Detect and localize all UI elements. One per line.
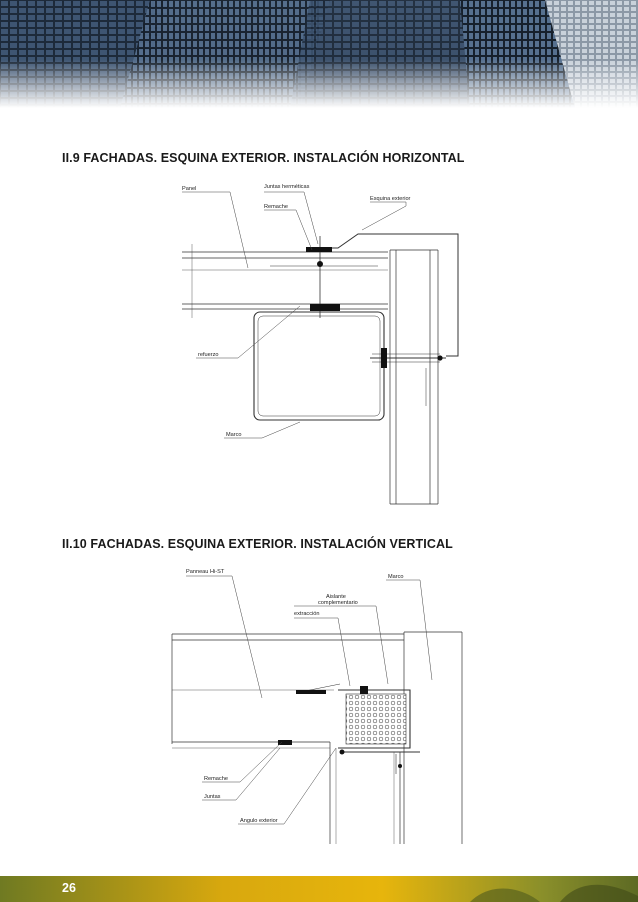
label-esquina-exterior: Esquina exterior xyxy=(370,196,411,202)
label-panel: Panel xyxy=(182,186,196,192)
technical-drawing-vertical: Panneau Hi-ST Marco Aislante complementa… xyxy=(171,569,463,844)
footer-background xyxy=(0,876,638,902)
footer-bar: 26 xyxy=(0,876,638,902)
page-number: 26 xyxy=(62,881,76,895)
header-photo xyxy=(0,0,638,108)
label-marco: Marco xyxy=(226,432,242,438)
label-angulo-exterior: Angulo exterior xyxy=(240,818,278,824)
label-marco: Marco xyxy=(388,574,404,580)
drawing-vertical-corner: Panneau Hi-ST Marco Aislante complementa… xyxy=(0,562,638,852)
label-remache: Remache xyxy=(204,776,228,782)
label-aislante: Aislante xyxy=(326,594,346,600)
technical-drawing-horizontal: Panel Juntas herméticas Remache Esquina … xyxy=(182,184,459,505)
label-juntas: Juntas xyxy=(204,794,221,800)
label-extraccion: extracción xyxy=(294,611,320,617)
label-juntas-hermeticas: Juntas herméticas xyxy=(264,184,310,190)
label-panneau-hist: Panneau Hi-ST xyxy=(186,569,225,575)
label-refuerzo: refuerzo xyxy=(198,352,219,358)
section-title-horizontal: II.9 FACHADAS. ESQUINA EXTERIOR. INSTALA… xyxy=(62,151,465,165)
label-remache: Remache xyxy=(264,204,288,210)
drawing-horizontal-corner: Panel Juntas herméticas Remache Esquina … xyxy=(0,178,638,508)
section-title-vertical: II.10 FACHADAS. ESQUINA EXTERIOR. INSTAL… xyxy=(62,537,453,551)
label-complementario: complementario xyxy=(318,600,358,606)
header-building-image xyxy=(0,0,638,108)
